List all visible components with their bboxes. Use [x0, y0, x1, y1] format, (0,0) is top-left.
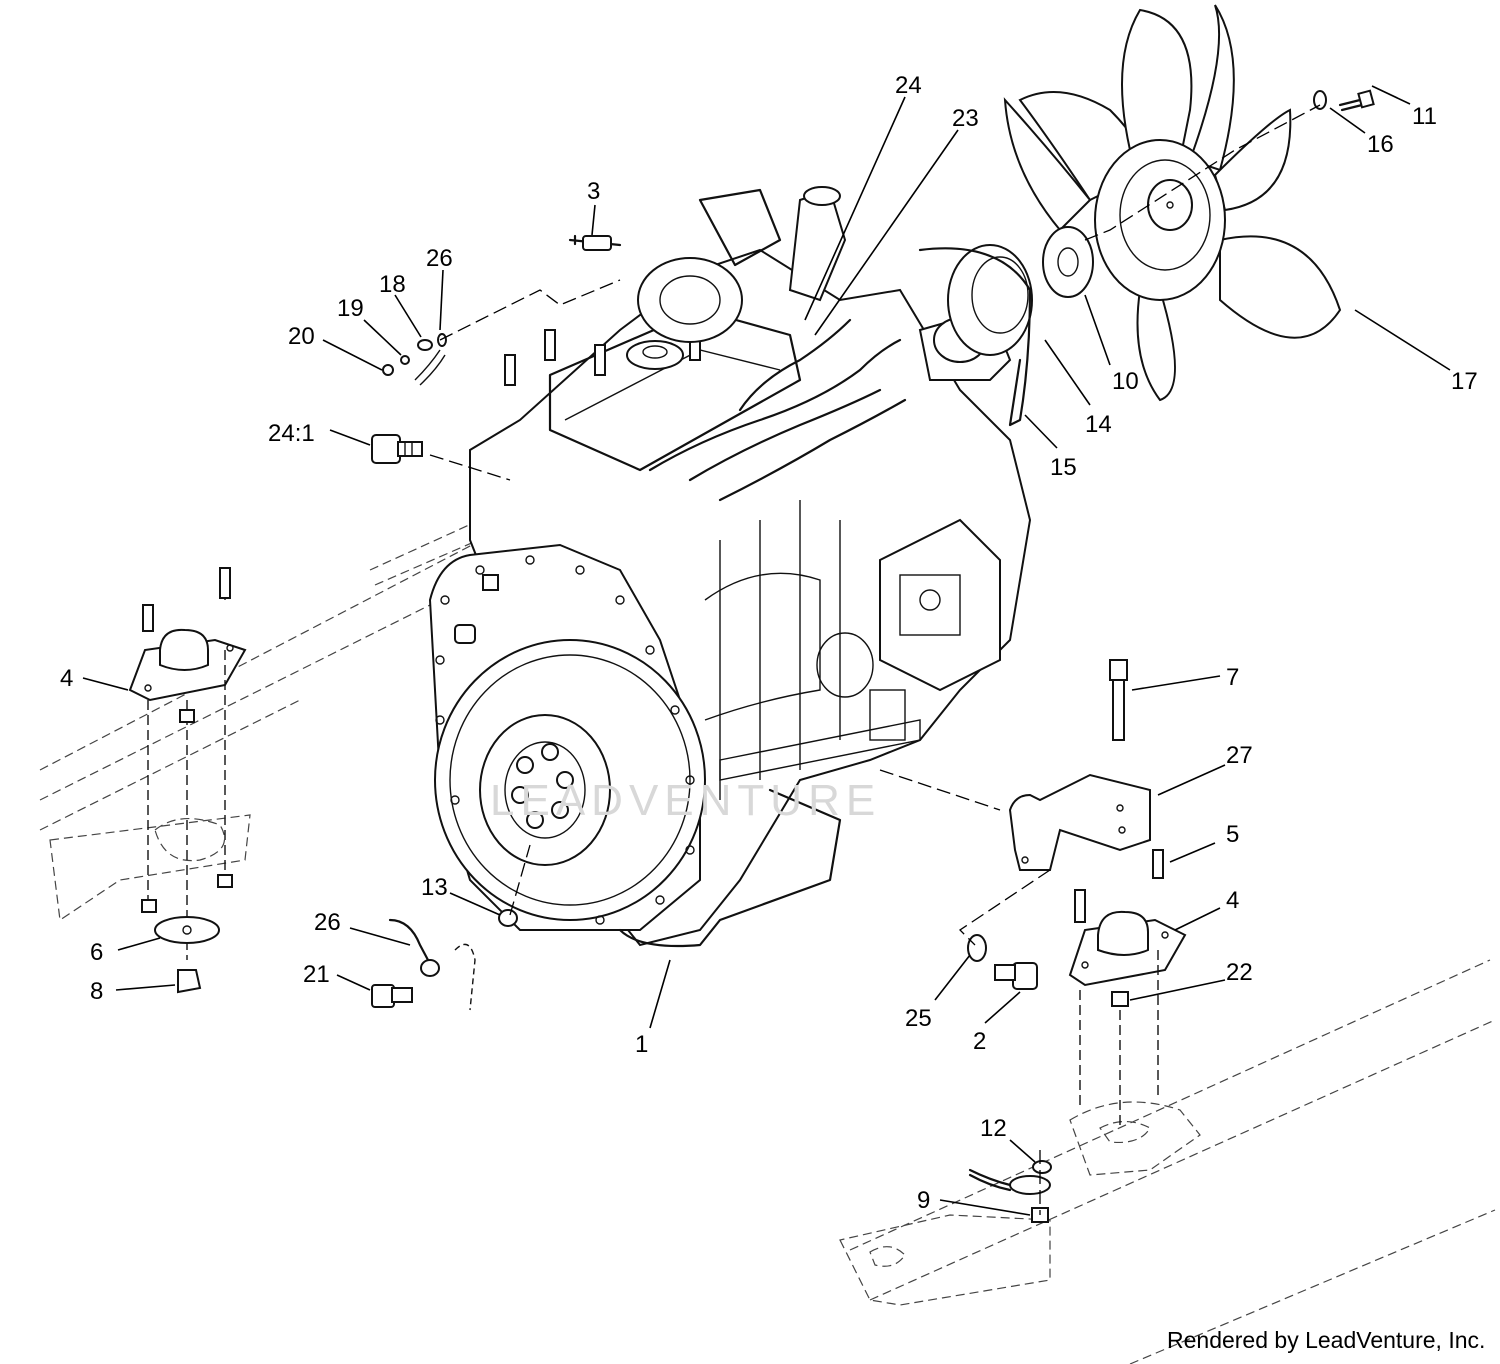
cooling-fan — [1003, 4, 1342, 402]
temperature-sender — [568, 234, 622, 251]
left-engine-mount — [128, 567, 247, 994]
oil-pressure-switch — [371, 434, 423, 464]
callout-18: 18 — [379, 271, 406, 298]
callout-21: 21 — [303, 961, 330, 988]
watermark: LEADVENTURE — [490, 776, 881, 825]
right-engine-mount — [1008, 659, 1187, 1130]
fan-spacer — [1042, 226, 1094, 298]
callout-11: 11 — [1412, 103, 1437, 130]
callout-10: 10 — [1112, 368, 1139, 395]
callout-1: 1 — [635, 1031, 648, 1058]
callout-14: 14 — [1085, 411, 1112, 438]
callout-17: 17 — [1451, 368, 1478, 395]
render-credit: Rendered by LeadVenture, Inc. — [1167, 1327, 1486, 1353]
fan-bolt-washer — [1313, 89, 1375, 112]
callout-24-1: 24:1 — [268, 420, 315, 447]
callout-27: 27 — [1226, 742, 1253, 769]
bell-housing-holes — [435, 555, 695, 925]
flywheel-bolts — [511, 743, 574, 829]
callout-23: 23 — [952, 105, 979, 132]
callout-19: 19 — [337, 295, 364, 322]
callout-20: 20 — [288, 323, 315, 350]
terminal-hardware — [382, 333, 447, 386]
callout-9: 9 — [917, 1187, 930, 1214]
callout-7: 7 — [1226, 664, 1239, 691]
callout-26-top: 26 — [426, 245, 453, 272]
callout-26-bottom: 26 — [314, 909, 341, 936]
callout-16: 16 — [1367, 131, 1394, 158]
engine-assembly — [428, 186, 1032, 948]
callout-8: 8 — [90, 978, 103, 1005]
callouts: 24 23 11 16 3 26 18 19 20 24:1 10 14 15 … — [60, 72, 1478, 1214]
right-frame-rail — [839, 959, 1496, 1364]
callout-13: 13 — [421, 874, 448, 901]
callout-4-right: 4 — [1226, 887, 1239, 914]
callout-2: 2 — [973, 1028, 986, 1055]
callout-5: 5 — [1226, 821, 1239, 848]
callout-3: 3 — [587, 178, 600, 205]
callout-15: 15 — [1050, 454, 1077, 481]
callout-4-left: 4 — [60, 665, 73, 692]
assembly-lines — [429, 104, 1321, 1215]
callout-6: 6 — [90, 939, 103, 966]
callout-12: 12 — [980, 1115, 1007, 1142]
fan-pulley — [947, 244, 1033, 356]
fan-belt — [918, 247, 1032, 427]
callout-22: 22 — [1226, 959, 1253, 986]
ground-hardware — [371, 909, 1052, 1223]
leader-lines — [82, 85, 1451, 1216]
callout-25: 25 — [905, 1005, 932, 1032]
callout-24: 24 — [895, 72, 922, 99]
